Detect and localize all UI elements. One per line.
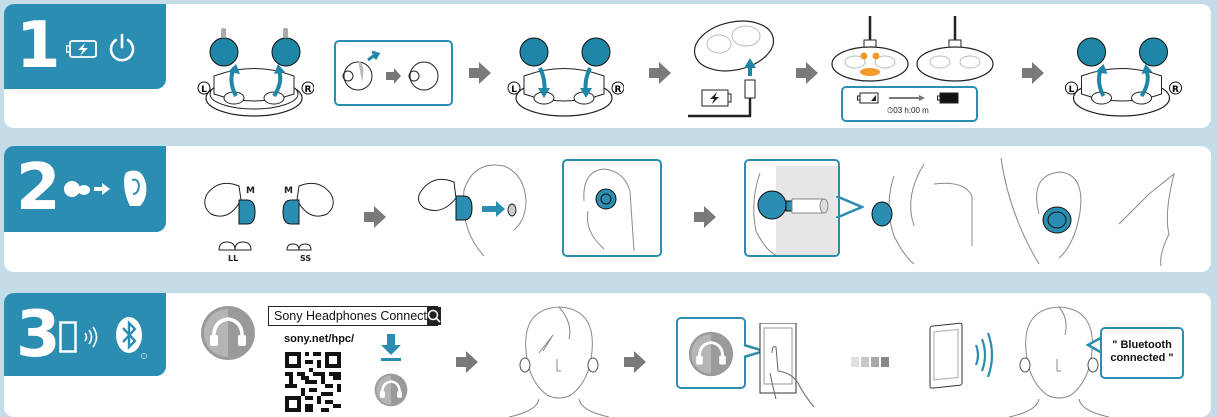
left-label: L xyxy=(201,85,207,95)
svg-text:L: L xyxy=(1069,85,1075,95)
case-open-buds-illustration: L R xyxy=(197,28,314,117)
search-icon xyxy=(426,307,441,325)
svg-text:R: R xyxy=(615,85,622,95)
callout-pointer xyxy=(836,196,864,218)
battery-full-icon xyxy=(937,92,959,104)
earbud-worn-final-illustration xyxy=(1000,157,1175,266)
app-launch-box xyxy=(676,317,746,389)
voice-guidance-text: " Bluetooth connected " xyxy=(1110,339,1174,364)
next-arrow-icon xyxy=(694,206,716,228)
qr-code xyxy=(285,352,341,412)
step-3-panel: 3 Sony Headphones Connect sony.net/hpc/ xyxy=(4,293,1211,417)
app-search-box: Sony Headphones Connect xyxy=(268,306,441,326)
earbud-icon xyxy=(64,181,90,197)
charging-cable-illustration xyxy=(688,20,775,118)
tip-size-ll: LL xyxy=(228,254,239,263)
remove-film-illustration xyxy=(342,50,439,91)
step-3-badge: 3 xyxy=(4,293,166,376)
step-2-badge: 2 xyxy=(4,146,166,232)
insert-earbud-illustration xyxy=(418,164,527,257)
next-arrow-icon xyxy=(649,62,671,84)
step-number: 3 xyxy=(16,298,61,372)
step-1-badge: 1 xyxy=(4,4,166,89)
step-1-panel: 1 L R xyxy=(4,4,1211,128)
case-insert-buds-illustration: L R xyxy=(507,37,624,117)
svg-text:R: R xyxy=(305,85,312,95)
connecting-arrow-icon xyxy=(851,357,889,367)
case-remove-buds-illustration: L R xyxy=(1065,37,1182,117)
earbud-fit-detail-illustration xyxy=(753,166,838,255)
svg-text:L: L xyxy=(511,85,517,95)
tip-size-current-left: M xyxy=(246,186,255,196)
phone-connected-illustration xyxy=(929,322,994,389)
remove-film-box xyxy=(334,40,453,106)
tip-size-current-right: M xyxy=(284,186,293,196)
next-arrow-icon xyxy=(469,62,491,84)
next-arrow-icon xyxy=(796,62,818,84)
clock-icon: ⏱ xyxy=(887,106,894,115)
headphones-app-icon-launch xyxy=(688,331,734,377)
charge-time-label: ⏱03 h:00 m xyxy=(887,106,929,115)
battery-charging-icon xyxy=(66,40,97,58)
next-arrow-icon xyxy=(1022,62,1044,84)
ear-icon xyxy=(124,170,147,206)
app-search-text: Sony Headphones Connect xyxy=(274,309,427,323)
tip-size-ss: SS xyxy=(300,254,312,263)
wireless-signal-icon xyxy=(84,326,98,348)
twist-earbud-box xyxy=(562,159,662,257)
svg-text:R: R xyxy=(1172,85,1179,95)
bluetooth-icon xyxy=(116,317,147,359)
person-wearing-earbuds-illustration xyxy=(509,306,609,417)
power-icon xyxy=(109,33,135,62)
charging-led-illustration xyxy=(831,16,994,82)
tap-app-on-phone-illustration xyxy=(743,323,815,408)
arrow-right-icon xyxy=(94,183,110,195)
next-arrow-icon xyxy=(624,351,646,373)
step-number: 1 xyxy=(16,9,61,83)
download-icon xyxy=(381,334,401,361)
battery-low-icon xyxy=(857,92,879,104)
headphones-app-icon xyxy=(201,306,255,360)
person-connected-illustration xyxy=(1009,306,1109,417)
smartphone-icon xyxy=(59,321,77,353)
next-arrow-icon xyxy=(456,351,478,373)
next-arrow-icon xyxy=(364,206,386,228)
earbud-fit-detail-box xyxy=(744,159,840,257)
twist-earbud-illustration xyxy=(583,168,635,252)
headphones-app-icon-small xyxy=(374,373,408,407)
step-2-panel: 2 M M LL SS xyxy=(4,146,1211,272)
voice-guidance-bubble: " Bluetooth connected " xyxy=(1100,327,1184,379)
ear-tips-illustration xyxy=(204,182,334,251)
charge-time-box: ⏱03 h:00 m xyxy=(841,86,978,122)
progress-arrow-icon xyxy=(889,95,925,101)
step-number: 2 xyxy=(16,151,61,225)
earbud-worn-side-illustration xyxy=(871,163,973,265)
app-url: sony.net/hpc/ xyxy=(284,333,355,345)
